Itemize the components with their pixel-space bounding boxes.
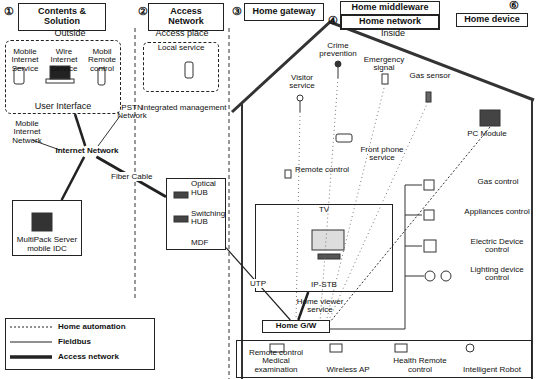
node-text: Wireless AP [316,366,380,375]
part-label: Outside [40,29,100,38]
part-label: Inside [368,29,418,38]
callout-number: ② [137,6,149,18]
legend-sample [10,353,52,361]
part-label: Electric Device control [462,238,532,255]
node-text: Optical HUB [191,180,222,198]
part-label: Access place [142,29,222,38]
edge-label: Fiber Cable [110,172,153,181]
callout-number: ③ [231,6,243,18]
legend-text: Access network [58,352,119,361]
node-text: Contents & Solution [22,7,102,27]
gateway-box: Home G/W [262,320,330,333]
callout-number: ⑥ [506,0,522,12]
node-text: TV [259,206,389,215]
node-text: MultiPack Server [16,236,78,245]
legend-sample [10,338,52,346]
node-text: mobile IDC [16,245,78,254]
header-box: Home device [456,13,528,27]
header-box: Home middleware [340,1,440,14]
node-text: Internet Network [55,147,119,156]
node-text: Remote control Medical examination [244,349,308,375]
local-service-box: Local service [143,42,219,92]
node-text: Local service [147,44,215,53]
network-cloud: Internet Network [52,146,122,157]
part-label: Lighting device control [460,266,534,283]
part-label: Front phone service [352,146,412,163]
header-box: Home network [340,14,440,30]
header-box: Home gateway [244,3,324,21]
node-text: MDF [191,239,222,248]
node-text: Home gateway [248,7,320,17]
part-label: Mobile Internet Network [2,120,52,145]
part-label: Wire Internet Service [44,48,84,73]
part-label: Mobile Internet Service [6,48,44,73]
header-box: Access Network [148,3,224,31]
edge-label: UTP [249,279,267,288]
legend-text: Fieldbus [58,337,91,346]
legend-text: Home automation [58,322,126,331]
node-text: Home network [345,17,435,27]
node-text: User Interface [9,102,117,112]
header-box: Contents & Solution [18,3,106,31]
node-text: Home middleware [344,3,436,13]
node-text: Home G/W [266,322,326,331]
part-label: Crime prevention [316,42,360,59]
connector [226,248,290,320]
part-label: Emergency signal [360,56,408,73]
connector [96,157,166,197]
idc-box: MultiPack Servermobile IDC [12,200,82,256]
legend-sample [10,323,52,331]
part-label: PC Module [462,130,512,138]
node-text: Switching HUB [191,210,222,228]
connector [62,157,85,200]
callout-number: ④ [327,15,339,27]
part-label: Appliances control [462,208,532,216]
part-label: Visitor service [282,74,322,91]
part-label: Gas control [468,178,528,186]
legend: Home automationFieldbusAccess network [5,318,155,370]
part-label: Integrated management [141,104,227,112]
node-text: Home device [460,15,524,25]
connector [75,114,85,146]
part-label: Home viewer service [290,298,350,315]
device-band: Remote control Medical examinationWirele… [236,340,532,378]
mdf-box: Optical HUB Switching HUB MDF [166,178,226,250]
tv-box: TV IP-STB [255,204,393,292]
part-label: Remote control [292,166,352,174]
node-text: Intelligent Robot [460,366,524,375]
node-text: IP-STB [259,281,389,290]
node-text: Health Remote control [388,357,452,375]
part-label: Mobil Remote control [84,48,120,73]
part-label: Gas sensor [408,72,452,80]
callout-number: ① [3,6,15,18]
node-text: Access Network [152,7,220,27]
